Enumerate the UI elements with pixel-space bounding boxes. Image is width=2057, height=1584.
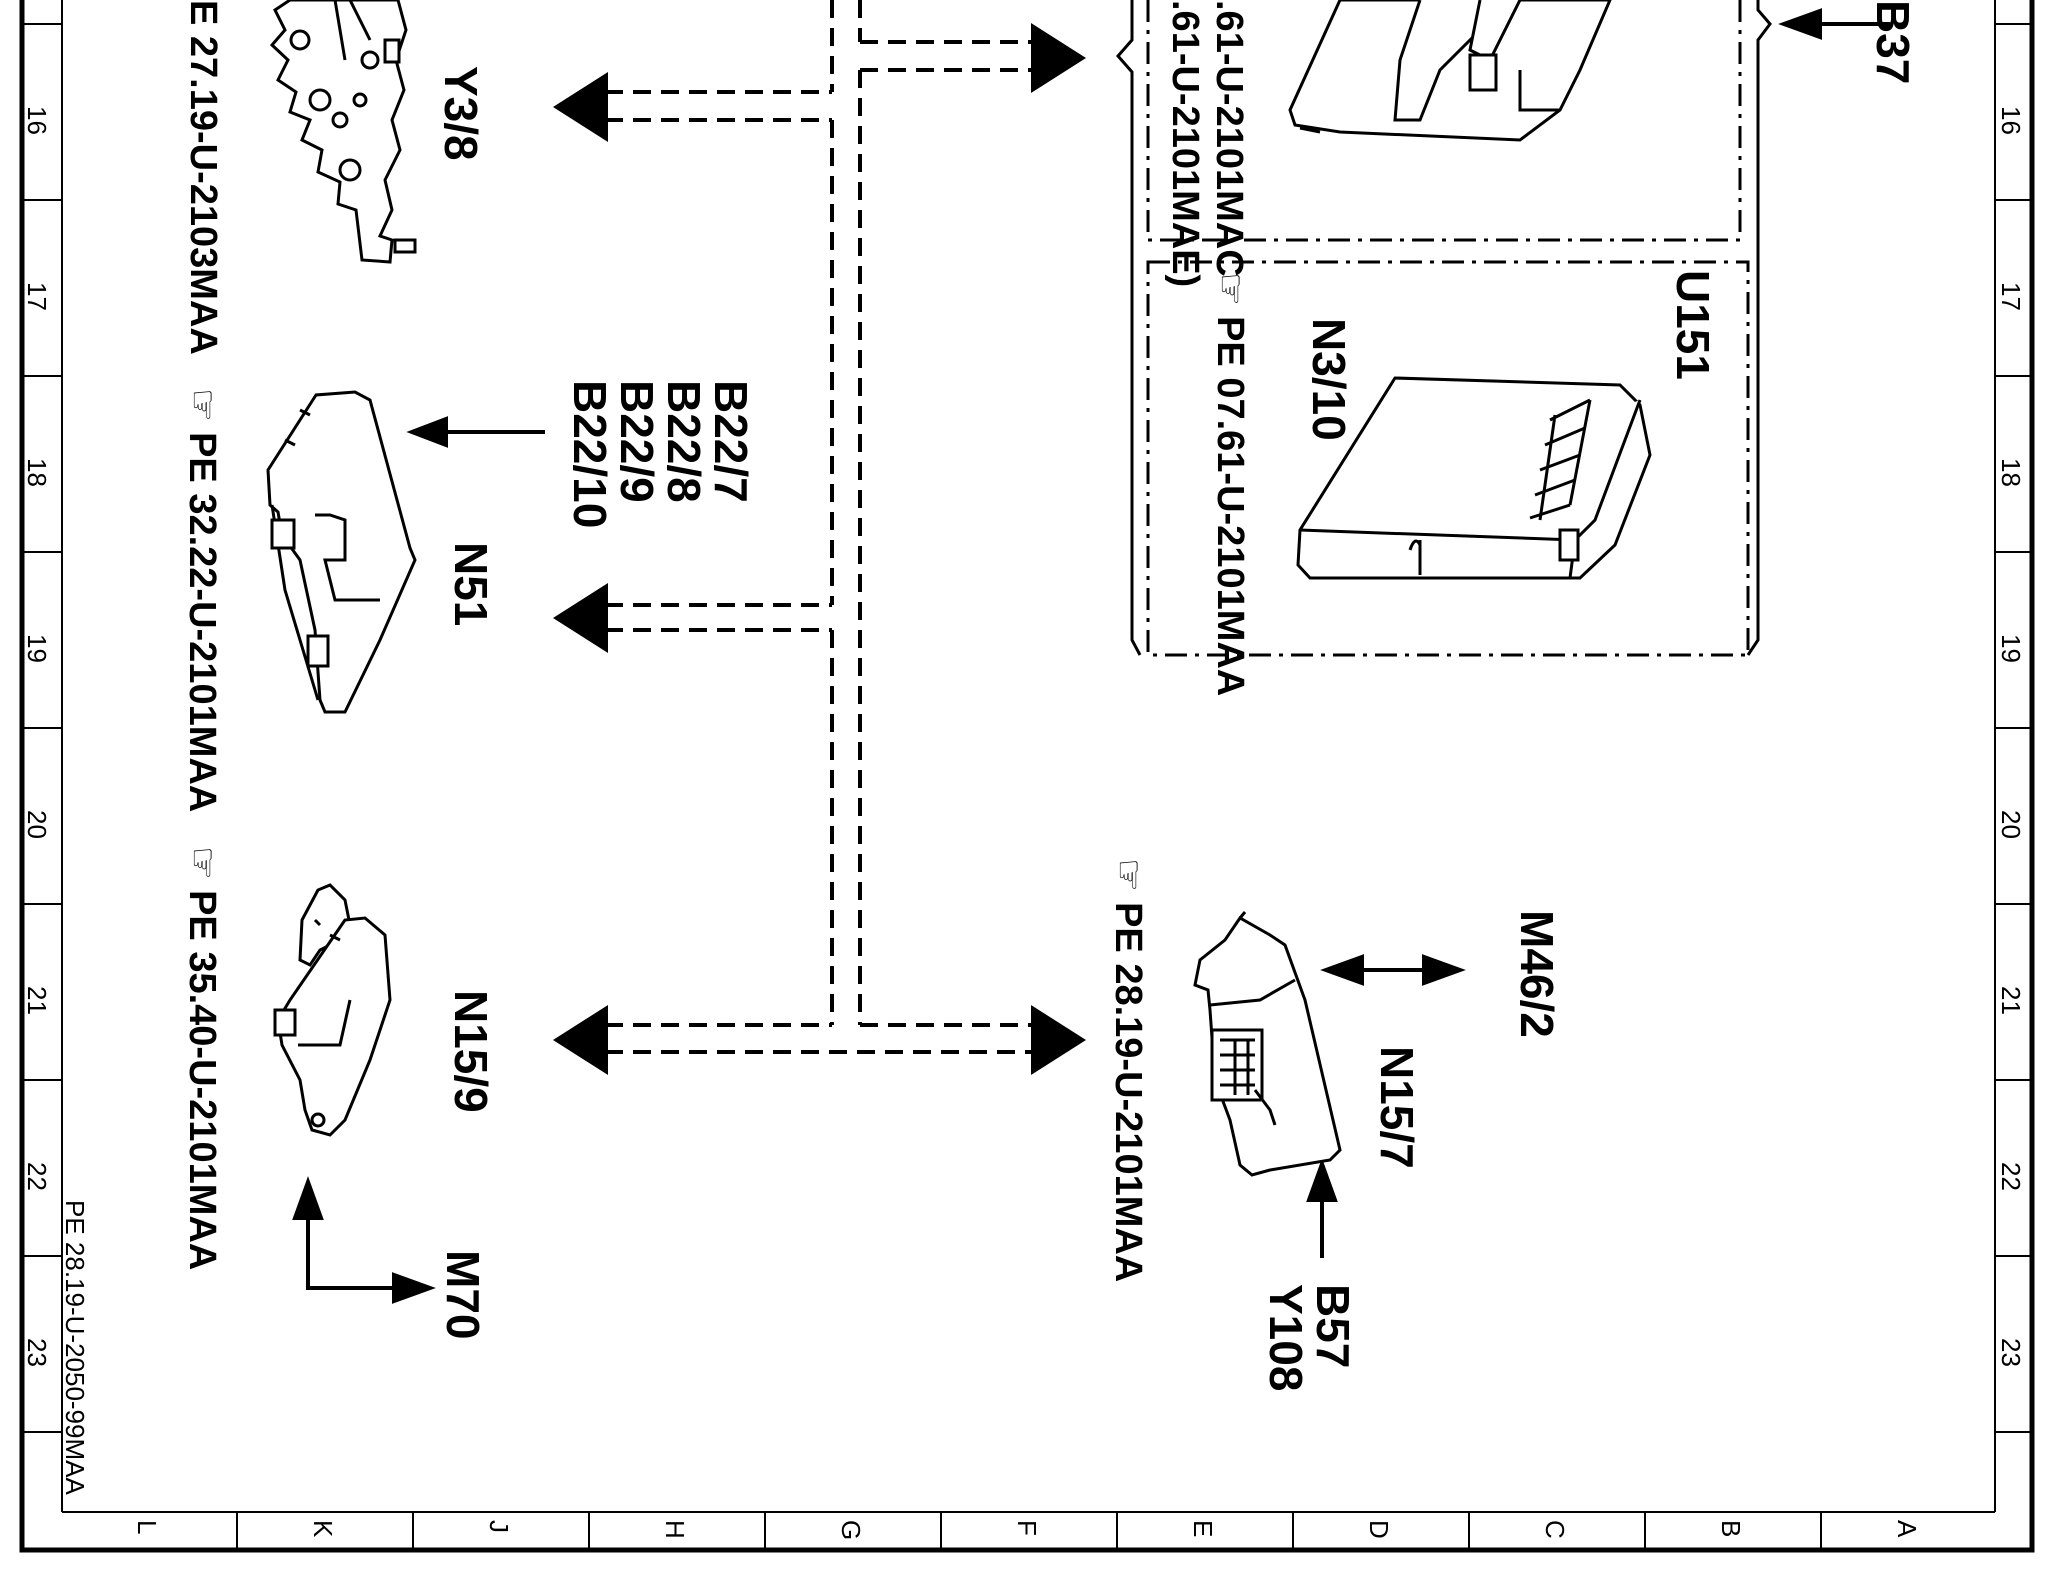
- y3-8-valve-body-drawing: [269, 0, 417, 264]
- col-label-G: G: [836, 1520, 866, 1541]
- n51-input-b22-9: B22/9: [611, 380, 664, 503]
- n3-10-ref: PE 07.61-U-2101MAA: [1209, 316, 1251, 697]
- n15-7-ref-line: ☞ PE 28.19-U-2101MAA: [1107, 858, 1151, 1283]
- row-label-20-right: 20: [1996, 810, 2026, 839]
- row-label-21-right: 21: [1996, 986, 2026, 1015]
- top-module-refs: .61-U-2101MAC .61-U-2101MAE): [1163, 0, 1250, 287]
- n51-input-b22-7: B22/7: [705, 380, 757, 503]
- m46-2-label: M46/2: [1511, 910, 1563, 1038]
- col-label-E: E: [1188, 1520, 1218, 1538]
- row-label-18-left: 18: [22, 458, 52, 487]
- col-label-H: H: [660, 1520, 690, 1539]
- can-bus-lines: [605, 0, 1035, 1054]
- arrow-to-n15-7: [1031, 1005, 1086, 1075]
- arrow-to-top-module: [1031, 23, 1086, 93]
- col-label-K: K: [308, 1520, 338, 1538]
- n15-9-ref: PE 35.40-U-2101MAA: [181, 890, 223, 1271]
- n15-7-control-unit-drawing: [1193, 911, 1342, 1177]
- row-label-23-right: 23: [1996, 1338, 2026, 1367]
- col-label-D: D: [1364, 1520, 1394, 1539]
- n51-ref-line: ☞ PE 32.22-U-2101MAA: [181, 388, 225, 813]
- y3-8-label: Y3/8: [435, 66, 487, 161]
- arrow-to-n51: [553, 583, 608, 653]
- pointing-hand-icon: ☞: [181, 388, 225, 423]
- row-label-20-left: 20: [22, 810, 52, 839]
- n15-7-inputs: B57 Y108: [1260, 1284, 1359, 1392]
- arrow-to-y3-8: [553, 72, 608, 142]
- row-label-17-right: 17: [1996, 282, 2026, 311]
- signal-arrows: [292, 8, 1890, 1304]
- u151-label: U151: [1667, 270, 1719, 380]
- col-label-B: B: [1716, 1520, 1746, 1538]
- n3-10-control-unit-drawing: [1296, 376, 1652, 580]
- row-label-19-left: 19: [22, 634, 52, 663]
- b57-label: B57: [1307, 1284, 1359, 1369]
- pointing-hand-icon: ☞: [181, 846, 225, 881]
- n15-7-label: N15/7: [1371, 1046, 1423, 1169]
- col-label-L: L: [132, 1520, 162, 1535]
- m70-label: M70: [437, 1250, 489, 1340]
- col-label-A: A: [1892, 1520, 1922, 1538]
- col-label-C: C: [1540, 1520, 1570, 1539]
- n3-10-label: N3/10: [1303, 318, 1355, 441]
- n51-input-b22-8: B22/8: [658, 380, 711, 503]
- row-label-18-right: 18: [1996, 458, 2026, 487]
- row-label-17-left: 17: [22, 282, 52, 311]
- col-label-F: F: [1012, 1520, 1042, 1536]
- u151-enclosure: [1146, 260, 1750, 657]
- n3-10-ref-line: ☞ PE 07.61-U-2101MAA: [1209, 272, 1253, 697]
- top-module-control-unit-drawing: [1288, 0, 1612, 142]
- row-label-16-left: 16: [22, 106, 52, 135]
- n15-9-ref-line: ☞ PE 35.40-U-2101MAA: [181, 846, 225, 1271]
- n51-input-b22-10: B22/10: [564, 380, 617, 529]
- pointing-hand-icon: ☞: [1107, 858, 1151, 893]
- top-module-ref-2: .61-U-2101MAE): [1164, 0, 1207, 288]
- sheet-frame: [19, 0, 2035, 1553]
- row-ruler-ticks: [22, 23, 2032, 1433]
- y3-8-ref: E 27.19-U-2103MAA: [182, 0, 224, 355]
- n51-ref: PE 32.22-U-2101MAA: [181, 432, 223, 813]
- top-module-enclosure: [1146, 0, 1742, 242]
- n51-label: N51: [445, 542, 497, 627]
- n51-control-unit-drawing: [266, 390, 417, 714]
- row-label-21-left: 21: [22, 986, 52, 1015]
- column-ruler-ticks: [236, 1512, 1822, 1550]
- row-label-16-right: 16: [1996, 106, 2026, 135]
- b37-label: B37: [1867, 0, 1919, 85]
- u151-bracket: [1116, 0, 1772, 656]
- document-id: PE 28.19-U-2050-99MAA: [60, 1200, 90, 1495]
- n51-inputs: B22/7 B22/8 B22/9 B22/10: [564, 380, 757, 529]
- row-label-23-left: 23: [22, 1338, 52, 1367]
- top-module-ref-1: .61-U-2101MAC: [1208, 0, 1250, 277]
- y108-label: Y108: [1260, 1284, 1313, 1392]
- n15-7-ref: PE 28.19-U-2101MAA: [1107, 902, 1149, 1283]
- pointing-hand-icon: ☞: [1209, 272, 1253, 307]
- bus-arrowheads: [553, 23, 1086, 1075]
- module-enclosures: [1146, 0, 1750, 657]
- arrow-to-n15-9: [553, 1005, 608, 1075]
- n15-9-control-unit-drawing: [273, 883, 392, 1137]
- row-label-22-left: 22: [22, 1162, 52, 1191]
- col-label-J: J: [484, 1520, 514, 1533]
- n15-9-label: N15/9: [445, 990, 497, 1113]
- row-label-22-right: 22: [1996, 1162, 2026, 1191]
- row-label-19-right: 19: [1996, 634, 2026, 663]
